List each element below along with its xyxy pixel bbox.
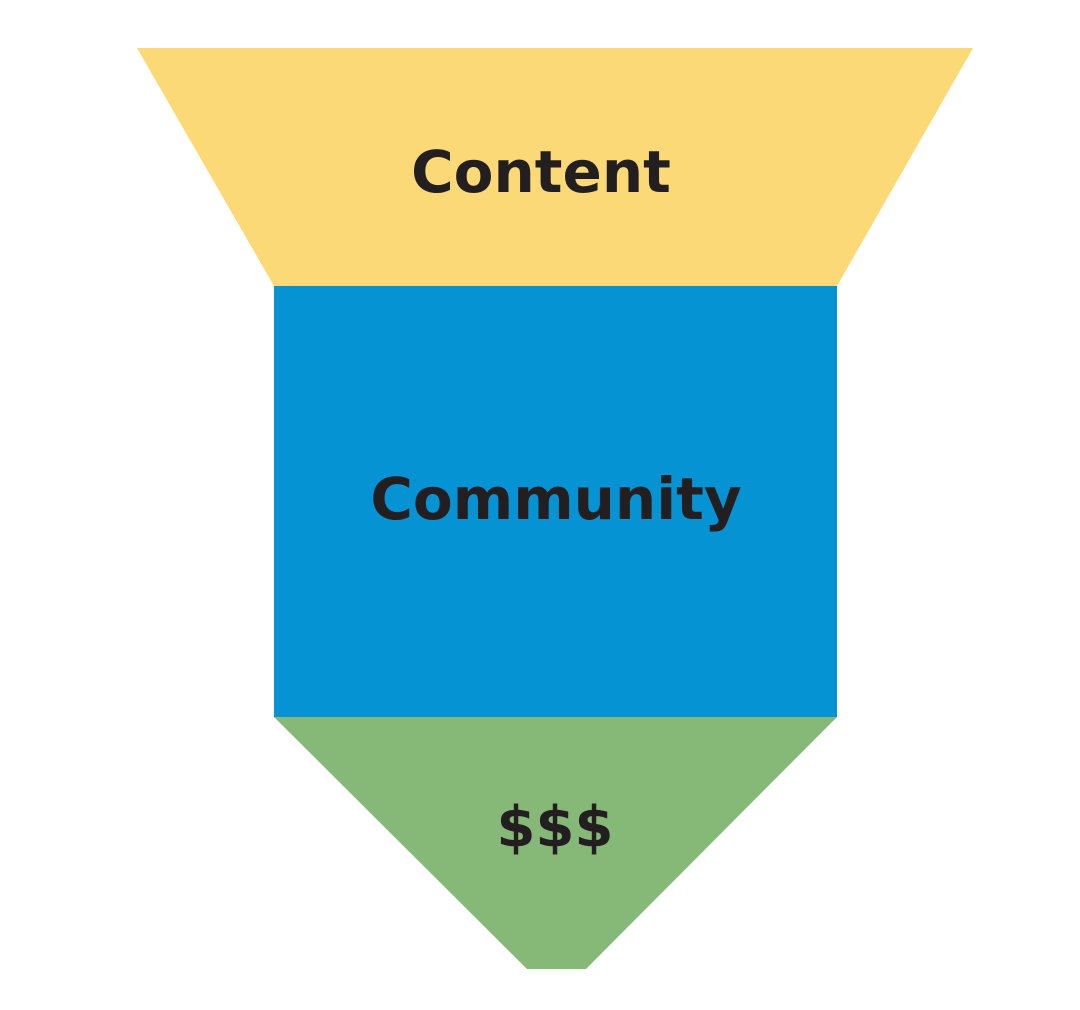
funnel-stage-content [137,48,973,286]
funnel-stage-community [274,286,837,717]
funnel-stage-money-label: $$$ [497,795,614,860]
funnel-stage-community-label: Community [370,465,741,533]
funnel-stage-money [274,717,837,969]
funnel-stage-content-label: Content [411,138,671,206]
